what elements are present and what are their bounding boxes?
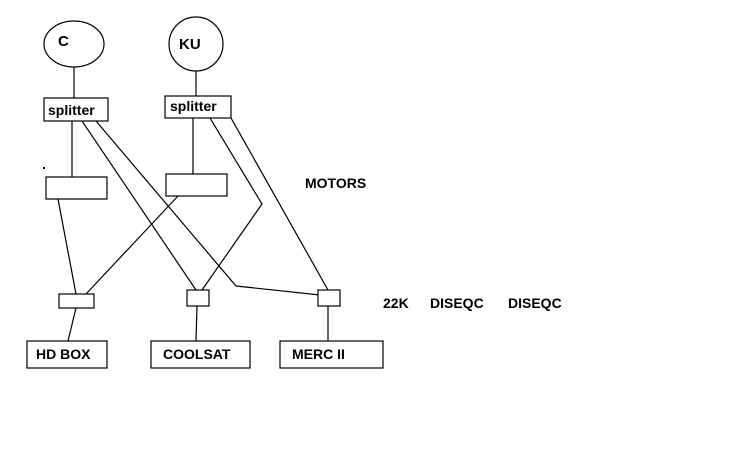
splitter-left <box>43 97 109 122</box>
wire-left-splitter-to-coolsat-switch <box>81 120 197 291</box>
wire-left-splitter-to-merc-switch <box>95 120 321 296</box>
wire-left-motor-to-hd-switch <box>57 198 77 295</box>
stray-dot <box>43 167 45 169</box>
receiver-merc-ii <box>279 340 384 369</box>
receiver-hd-box <box>26 340 108 369</box>
dish-c-label: C <box>58 33 69 50</box>
splitter-right-label: splitter <box>170 98 217 114</box>
motor-left <box>45 176 108 200</box>
switch-label-22k: 22K <box>383 295 409 311</box>
dish-c <box>43 20 105 68</box>
wire-hd-switch-to-receiver <box>67 307 77 342</box>
wire-right-splitter-to-coolsat-switch <box>201 117 263 291</box>
switch-label-diseqc-1: DISEQC <box>430 295 484 311</box>
wires <box>57 67 329 342</box>
receiver-coolsat <box>150 340 251 369</box>
receiver-coolsat-label: COOLSAT <box>163 346 231 362</box>
motor-right <box>165 173 228 197</box>
receiver-hd-box-label: HD BOX <box>36 346 91 362</box>
splitter-right <box>164 95 232 119</box>
dish-ku-label: KU <box>179 36 201 53</box>
switch-hd <box>58 293 95 309</box>
wire-coolsat-switch-to-receiver <box>195 305 198 342</box>
switch-label-diseqc-2: DISEQC <box>508 295 562 311</box>
wire-right-motor-to-hd-switch <box>85 195 179 295</box>
switch-coolsat <box>186 289 210 307</box>
dish-ku <box>168 16 224 72</box>
splitter-left-label: splitter <box>48 102 95 118</box>
motors-label: MOTORS <box>305 175 366 191</box>
switch-merc <box>317 289 341 307</box>
wire-right-splitter-to-merc-switch <box>230 117 329 291</box>
receiver-merc-ii-label: MERC II <box>292 346 345 362</box>
